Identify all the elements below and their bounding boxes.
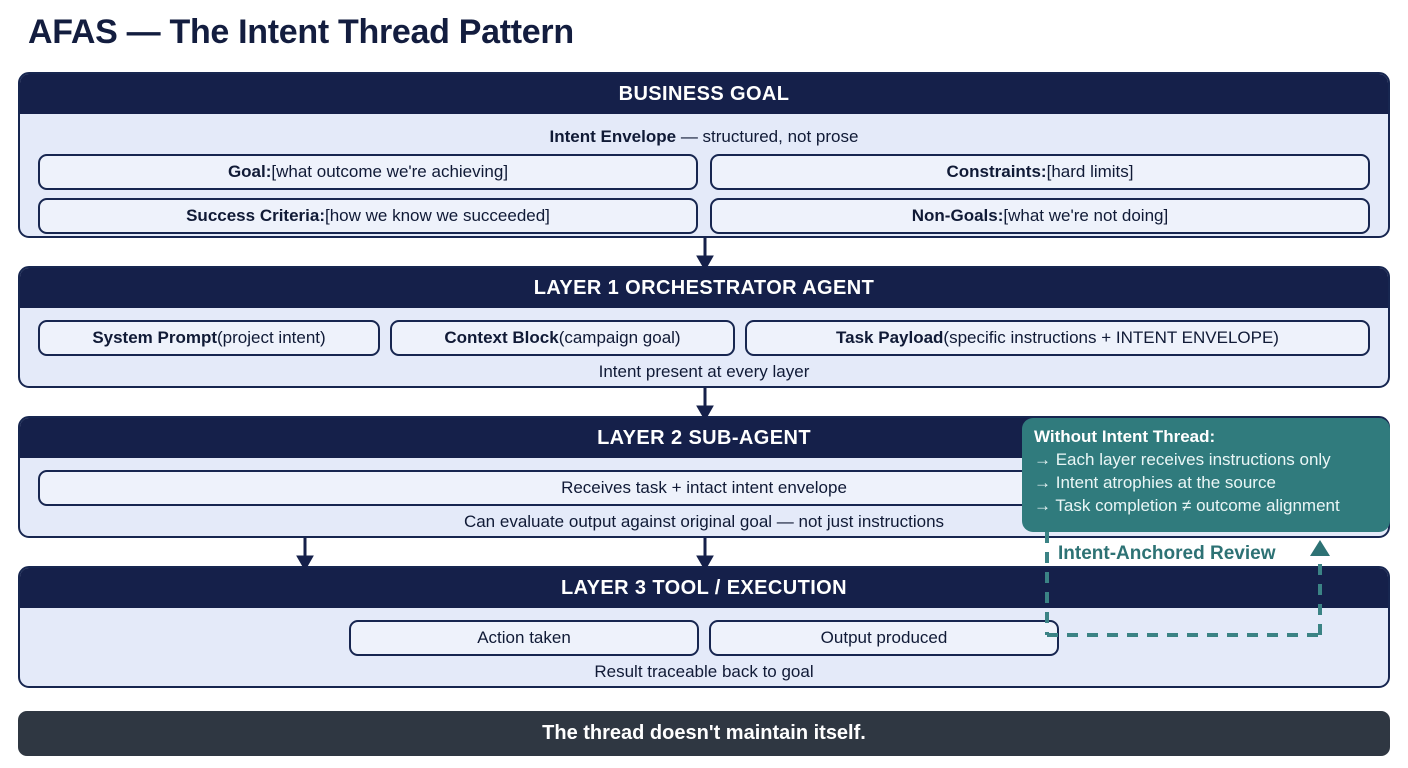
layer2-header-text: LAYER 2 SUB-AGENT (597, 426, 811, 449)
pill-goal-label: Goal: (227, 162, 272, 181)
callout-item-1: → Each layer receives instructions only (1034, 450, 1331, 469)
pill-task-payload-value: (specific instructions + INTENT ENVELOPE… (943, 328, 1279, 347)
pill-task-payload-label: Task Payload (836, 328, 944, 347)
callout-item-3: → Task completion ≠ outcome alignment (1034, 496, 1340, 515)
pill-context-block-value: (campaign goal) (558, 328, 681, 347)
business-goal-header-text: BUSINESS GOAL (618, 82, 790, 105)
intent-envelope-caption-bold: Intent Envelope (549, 127, 677, 146)
pill-system-prompt-value: (project intent) (217, 328, 326, 347)
dash-arrowhead (1310, 540, 1330, 556)
business-goal-body: Intent Envelope — structured, not prose … (20, 114, 1388, 236)
layer1-header-text: LAYER 1 ORCHESTRATOR AGENT (533, 276, 875, 299)
callout-item-2: → Intent atrophies at the source (1034, 473, 1276, 492)
layer2-note: Can evaluate output against original goa… (463, 512, 945, 531)
section-layer3: LAYER 3 TOOL / EXECUTION Action taken Ou… (18, 566, 1390, 688)
pill-action-taken: Action taken (349, 620, 699, 656)
callout-title: Without Intent Thread: (1034, 427, 1216, 446)
pill-constraints-value: [hard limits] (1046, 162, 1134, 181)
section-business-goal: BUSINESS GOAL Intent Envelope — structur… (18, 72, 1390, 238)
intent-anchored-review-label: Intent-Anchored Review (1058, 543, 1276, 564)
footer-text: The thread doesn't maintain itself. (542, 722, 866, 744)
intent-envelope-caption-rest: — structured, not prose (676, 127, 859, 146)
pill-task-payload: Task Payload (specific instructions + IN… (745, 320, 1370, 356)
pill-system-prompt: System Prompt (project intent) (38, 320, 380, 356)
pill-success-criteria-value: [how we know we succeeded] (325, 206, 550, 225)
pill-context-block-label: Context Block (444, 328, 559, 347)
pill-system-prompt-label: System Prompt (92, 328, 218, 347)
layer1-body: System Prompt (project intent) Context B… (20, 308, 1388, 386)
intent-envelope-grid: Goal: [what outcome we're achieving] Con… (38, 154, 1370, 234)
pill-context-block: Context Block (campaign goal) (390, 320, 735, 356)
pill-success-criteria-label: Success Criteria: (186, 206, 325, 225)
section-layer1: LAYER 1 ORCHESTRATOR AGENT System Prompt… (18, 266, 1390, 388)
footer-bar: The thread doesn't maintain itself. (18, 711, 1390, 756)
layer1-note: Intent present at every layer (598, 362, 810, 381)
pill-non-goals: Non-Goals: [what we're not doing] (710, 198, 1370, 234)
layer1-pill-row: System Prompt (project intent) Context B… (38, 320, 1370, 356)
layer1-header: LAYER 1 ORCHESTRATOR AGENT (20, 268, 1388, 308)
callout-without-intent-thread: Without Intent Thread: → Each layer rece… (1022, 418, 1390, 532)
layer3-pill-row: Action taken Output produced (38, 620, 1370, 656)
layer3-header-text: LAYER 3 TOOL / EXECUTION (561, 576, 847, 599)
pill-goal: Goal: [what outcome we're achieving] (38, 154, 698, 190)
layer3-body: Action taken Output produced Result trac… (20, 608, 1388, 686)
pill-output-produced: Output produced (709, 620, 1059, 656)
pill-non-goals-label: Non-Goals: (911, 206, 1004, 225)
layer3-header: LAYER 3 TOOL / EXECUTION (20, 568, 1388, 608)
pill-constraints-label: Constraints: (946, 162, 1047, 181)
layer3-note: Result traceable back to goal (594, 662, 814, 681)
pill-constraints: Constraints: [hard limits] (710, 154, 1370, 190)
page-title: AFAS — The Intent Thread Pattern (28, 13, 574, 51)
pill-success-criteria: Success Criteria: [how we know we succee… (38, 198, 698, 234)
pill-non-goals-value: [what we're not doing] (1003, 206, 1169, 225)
business-goal-header: BUSINESS GOAL (20, 74, 1388, 114)
pill-goal-value: [what outcome we're achieving] (271, 162, 509, 181)
intent-envelope-caption: Intent Envelope — structured, not prose (38, 122, 1370, 154)
